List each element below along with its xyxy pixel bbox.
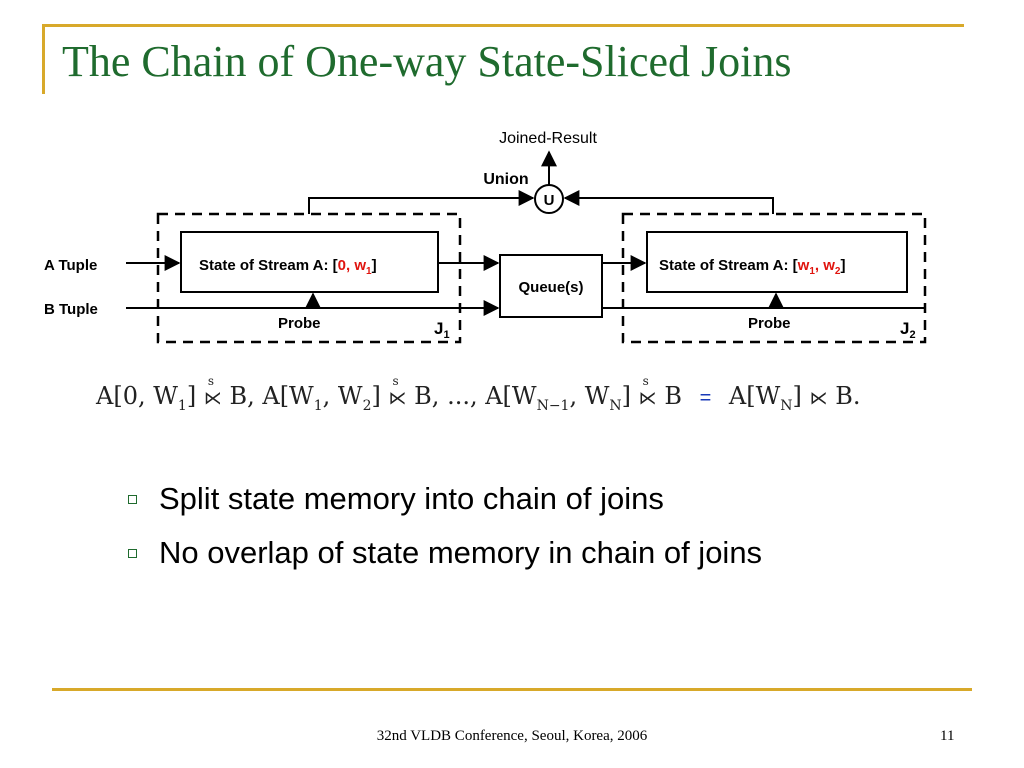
accent-top-line — [42, 24, 964, 27]
accent-vertical-line — [42, 24, 45, 94]
bullet-text: No overlap of state memory in chain of j… — [159, 535, 763, 570]
state-box-2 — [646, 231, 908, 293]
state-2-label: State of Stream A: [w1, w2] — [659, 257, 845, 277]
semijoin-operator-4: ⋉ — [809, 388, 828, 409]
queue-box — [499, 254, 603, 318]
footer-text: 32nd VLDB Conference, Seoul, Korea, 2006 — [376, 728, 648, 744]
j1-to-union-line — [308, 190, 535, 214]
semijoin-operator-2: ⋉s — [388, 374, 407, 409]
state-1-range: 0, w — [338, 257, 367, 274]
semijoin-operator-3: ⋉s — [638, 374, 657, 409]
j1-dashed-box — [156, 212, 462, 344]
b-tuple-label: B Tuple — [44, 301, 98, 318]
a-tuple-label: A Tuple — [44, 257, 97, 274]
union-circle — [534, 184, 564, 214]
square-bullet-icon — [128, 548, 137, 558]
bullet-item: No overlap of state memory in chain of j… — [128, 526, 762, 580]
union-symbol: U — [544, 192, 555, 209]
semijoin-operator-1: ⋉s — [203, 374, 222, 409]
slide-title: The Chain of One-way State-Sliced Joins — [62, 37, 792, 86]
joined-result-label: Joined-Result — [499, 130, 597, 147]
queue-label: Queue(s) — [518, 279, 583, 296]
state-1-label: State of Stream A: [0, w1] — [199, 257, 377, 277]
bullet-text: Split state memory into chain of joins — [159, 481, 664, 516]
j1-label: J1 — [434, 319, 450, 341]
probe-1-label: Probe — [278, 315, 321, 332]
bullet-item: Split state memory into chain of joins — [128, 472, 762, 526]
square-bullet-icon — [128, 494, 137, 504]
j2-label: J2 — [900, 319, 916, 341]
union-label: Union — [483, 171, 528, 188]
j2-to-union-line — [563, 190, 774, 214]
bullet-list: Split state memory into chain of joins N… — [128, 472, 762, 580]
probe-2-label: Probe — [748, 315, 791, 332]
page-number: 11 — [940, 728, 955, 744]
join-equivalence-formula: A[0, W1] ⋉s B, A[W1, W2] ⋉s B, ..., A[WN… — [96, 374, 861, 414]
equals-sign: = — [699, 387, 712, 409]
j2-dashed-box — [621, 212, 927, 344]
accent-bottom-line — [52, 688, 972, 691]
